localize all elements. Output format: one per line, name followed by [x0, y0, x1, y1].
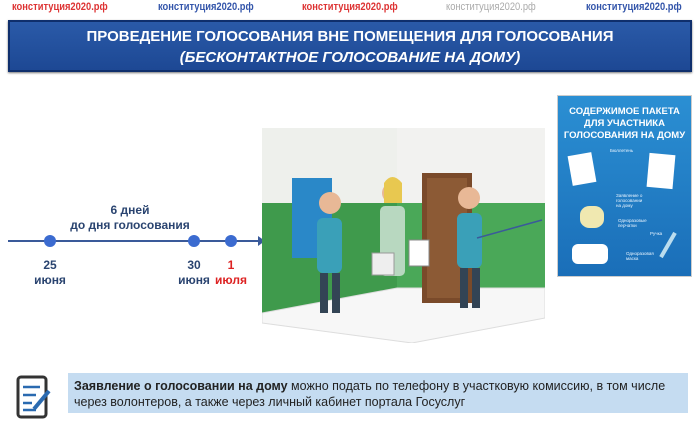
timeline-dot: [225, 235, 237, 247]
edit-document-icon: [16, 375, 51, 419]
poster-item: Ручка: [650, 231, 663, 236]
info-note: Заявление о голосовании на дому можно по…: [68, 373, 688, 413]
date-day: 1: [227, 258, 235, 272]
voting-kit-poster: СОДЕРЖИМОЕ ПАКЕТА ДЛЯ УЧАСТНИКА ГОЛОСОВА…: [557, 95, 692, 277]
date-day: 30: [187, 258, 201, 272]
timeline-caption-2: до дня голосования: [70, 218, 190, 232]
ballot-icon: [567, 152, 597, 186]
note-text: можно подать по телефону в участковую ко…: [74, 379, 666, 409]
poster-item: Заявление о голосовании на дому: [616, 193, 643, 208]
poster-title-1: СОДЕРЖИМОЕ ПАКЕТА: [569, 106, 680, 117]
application-icon: [646, 152, 676, 190]
date-day: 25: [43, 258, 57, 272]
poster-title-3: ГОЛОСОВАНИЯ НА ДОМУ: [563, 130, 686, 141]
timeline-line: [8, 240, 263, 242]
poster-title-2: ДЛЯ УЧАСТНИКА: [584, 118, 665, 129]
page-title: ПРОВЕДЕНИЕ ГОЛОСОВАНИЯ ВНЕ ПОМЕЩЕНИЯ ДЛЯ…: [8, 20, 692, 72]
gloves-icon: [580, 206, 604, 228]
date-month: июня: [178, 273, 210, 287]
home-voting-illustration: [262, 128, 545, 343]
date-month: июня: [34, 273, 66, 287]
mask-icon: [572, 244, 608, 264]
note-bold: Заявление о голосовании на дому: [74, 379, 288, 393]
watermark: конституция2020.рф: [446, 1, 536, 13]
watermark: конституция2020.рф: [12, 1, 108, 13]
watermark: конституция2020.рф: [302, 1, 398, 13]
poster-item: Одноразовые перчатки: [618, 218, 647, 228]
poster-item: Одноразовая маска: [626, 251, 654, 261]
timeline-caption-1: 6 дней: [110, 203, 150, 217]
date-month: июля: [215, 273, 247, 287]
watermark: конституция2020.рф: [586, 1, 682, 13]
timeline-dot: [188, 235, 200, 247]
timeline-dot: [44, 235, 56, 247]
title-line-2: (БЕСКОНТАКТНОЕ ГОЛОСОВАНИЕ НА ДОМУ): [179, 49, 521, 66]
arrow-icon: [258, 236, 265, 246]
poster-item: Бюллетень: [610, 148, 634, 153]
title-line-1: ПРОВЕДЕНИЕ ГОЛОСОВАНИЯ ВНЕ ПОМЕЩЕНИЯ ДЛЯ…: [86, 28, 614, 45]
watermark: конституция2020.рф: [158, 1, 254, 13]
